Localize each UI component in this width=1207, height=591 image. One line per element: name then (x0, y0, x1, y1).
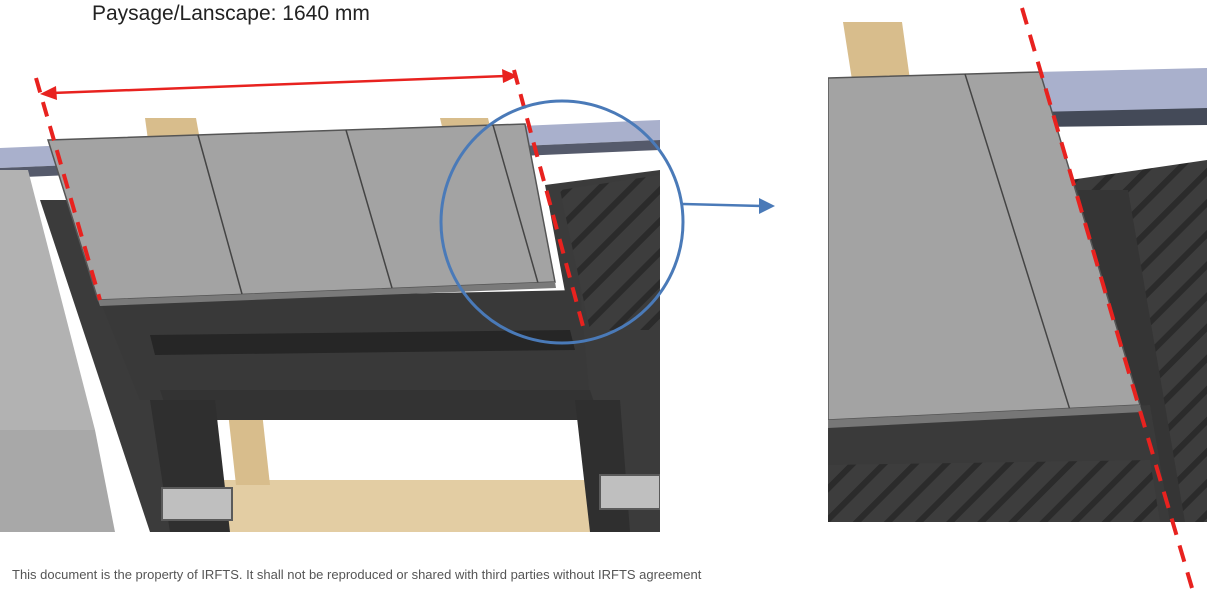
zoom-cut-line (1020, 7, 1194, 589)
zoom-purlin-shadow (1035, 108, 1207, 127)
dimension-label: Paysage/Lanscape: 1640 mm (92, 2, 370, 25)
panel-seam-2 (345, 129, 393, 289)
mounting-clip-left (161, 487, 233, 521)
panel-front-edge (98, 282, 556, 306)
solar-panel-main (46, 123, 556, 301)
double-arrow-icon (40, 69, 518, 100)
timber-opening-background (205, 410, 600, 480)
timber-plank-bottom (200, 480, 660, 532)
mounting-clip-right (599, 474, 660, 510)
cut-line-left (34, 77, 102, 301)
zoom-purlin-bar (1035, 68, 1207, 112)
zoom-panel-seam (964, 73, 1071, 411)
timber-batten-vertical (228, 412, 270, 485)
copyright-notice: This document is the property of IRFTS. … (12, 567, 702, 582)
right-view (828, 22, 1207, 522)
mounting-tray-inner-edge (150, 330, 575, 355)
zoom-tray-rail (1078, 190, 1185, 522)
panel-seam-1 (197, 134, 243, 295)
adjacent-panel-left-lower (0, 430, 115, 532)
cut-line-right (512, 69, 586, 331)
zoom-tray-lower-ribs (828, 460, 1160, 522)
adjacent-panel-left (0, 170, 95, 430)
timber-batten-top-left (145, 118, 200, 140)
left-view (0, 118, 660, 532)
magnify-circle (439, 99, 685, 345)
panel-seam-3 (492, 124, 539, 284)
mounting-tray-right-ribs (560, 175, 660, 330)
arrow-right-icon (682, 198, 775, 214)
zoom-panel-front-edge (828, 405, 1142, 428)
mounting-tray-bottom-band (160, 390, 600, 420)
zoom-timber-batten (843, 22, 910, 80)
